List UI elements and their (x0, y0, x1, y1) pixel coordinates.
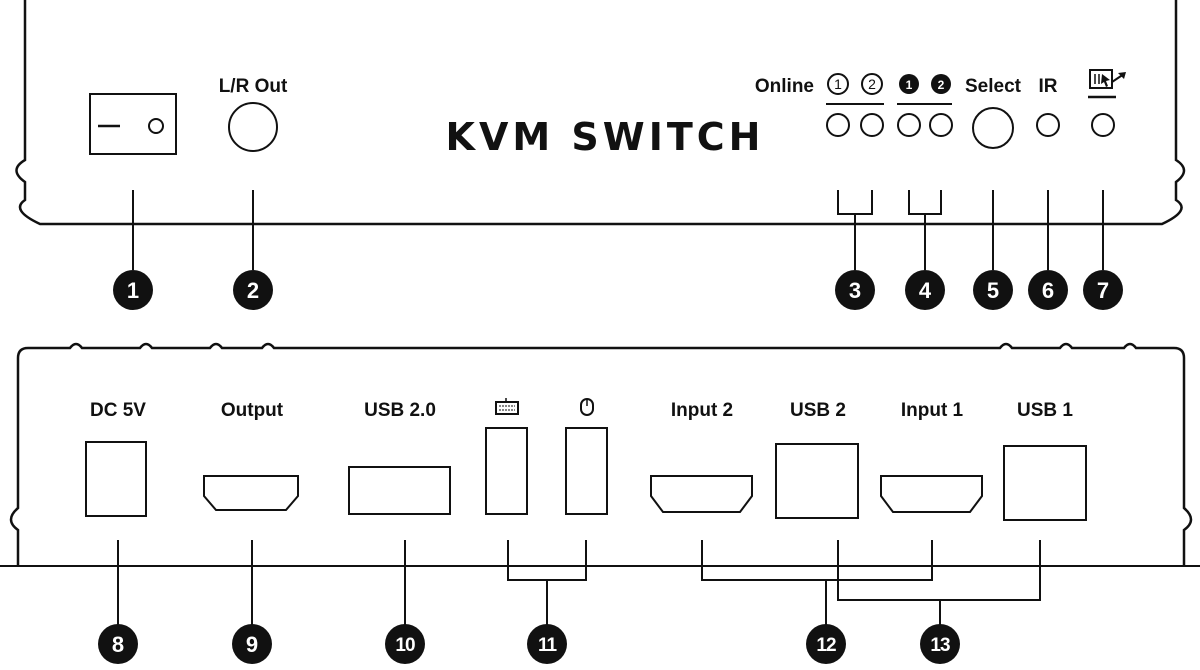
dc-label: DC 5V (90, 400, 146, 421)
svg-text:9: 9 (246, 632, 258, 657)
usb1-host-port[interactable] (1003, 445, 1087, 521)
device-title: KVM SWITCH (446, 115, 765, 159)
back-leader-lines (117, 540, 1041, 628)
svg-text:2: 2 (938, 78, 945, 92)
ir-label: IR (1039, 76, 1058, 97)
usb2-host-port[interactable] (775, 443, 859, 519)
callout-9: 9 (232, 624, 272, 664)
monitor-hotkey-icon (1088, 69, 1126, 99)
hotkey-led (1091, 113, 1115, 137)
callout-4: 4 (905, 270, 945, 310)
back-panel-outline (9, 342, 1193, 566)
svg-text:10: 10 (395, 635, 415, 656)
callout-8: 8 (98, 624, 138, 664)
hdmi-input1-port[interactable] (880, 475, 983, 513)
hdmi-input2-port[interactable] (650, 475, 753, 513)
select-label: Select (965, 76, 1022, 97)
select-button[interactable] (972, 107, 1014, 149)
mouse-icon (580, 398, 594, 416)
keyboard-usb-port[interactable] (485, 427, 528, 515)
callout-13: 13 (920, 624, 960, 664)
ir-receiver (1036, 113, 1060, 137)
svg-text:12: 12 (816, 635, 836, 656)
svg-text:2: 2 (247, 278, 259, 303)
pc-led-1 (897, 113, 921, 137)
input1-label: Input 1 (901, 400, 964, 421)
lr-out-label: L/R Out (219, 76, 288, 97)
callout-2: 2 (233, 270, 273, 310)
hdmi-output-port[interactable] (203, 475, 299, 511)
usb2-label: USB 2 (790, 400, 846, 421)
callout-11: 11 (527, 624, 567, 664)
online-number-2: 2 (861, 73, 883, 95)
power-switch[interactable] (89, 93, 177, 155)
keyboard-icon (495, 398, 519, 415)
svg-text:5: 5 (987, 278, 999, 303)
svg-text:1: 1 (834, 76, 842, 92)
svg-text:11: 11 (538, 635, 558, 656)
online-led-1 (826, 113, 850, 137)
input2-label: Input 2 (671, 400, 733, 421)
mouse-usb-port[interactable] (565, 427, 608, 515)
usb1-label: USB 1 (1017, 400, 1073, 421)
callout-6: 6 (1028, 270, 1068, 310)
online-number-1: 1 (827, 73, 849, 95)
dc-5v-port[interactable] (85, 441, 147, 517)
usb20-label: USB 2.0 (364, 400, 436, 421)
lr-out-jack[interactable] (228, 102, 278, 152)
pc-led-2 (929, 113, 953, 137)
svg-text:13: 13 (930, 635, 950, 656)
front-panel: L/R Out KVM SWITCH Online 1 2 1 2 Select… (15, 0, 1186, 310)
front-leader-lines (132, 190, 1104, 270)
callout-10: 10 (385, 624, 425, 664)
svg-text:7: 7 (1097, 278, 1109, 303)
front-panel-outline (15, 0, 1186, 226)
callout-12: 12 (806, 624, 846, 664)
callout-1: 1 (113, 270, 153, 310)
online-led-2 (860, 113, 884, 137)
output-label: Output (221, 400, 284, 421)
callout-5: 5 (973, 270, 1013, 310)
svg-text:1: 1 (906, 78, 913, 92)
svg-text:1: 1 (127, 278, 139, 303)
callout-7: 7 (1083, 270, 1123, 310)
svg-text:8: 8 (112, 632, 124, 657)
svg-text:4: 4 (919, 278, 932, 303)
usb20-port[interactable] (348, 466, 451, 515)
online-label: Online (755, 76, 814, 97)
pc-number-1: 1 (899, 74, 919, 94)
back-panel: DC 5V Output USB 2.0 Input 2 USB 2 Input… (0, 342, 1200, 664)
svg-text:6: 6 (1042, 278, 1054, 303)
svg-text:2: 2 (868, 76, 876, 92)
callout-3: 3 (835, 270, 875, 310)
svg-text:3: 3 (849, 278, 861, 303)
pc-number-2: 2 (931, 74, 951, 94)
